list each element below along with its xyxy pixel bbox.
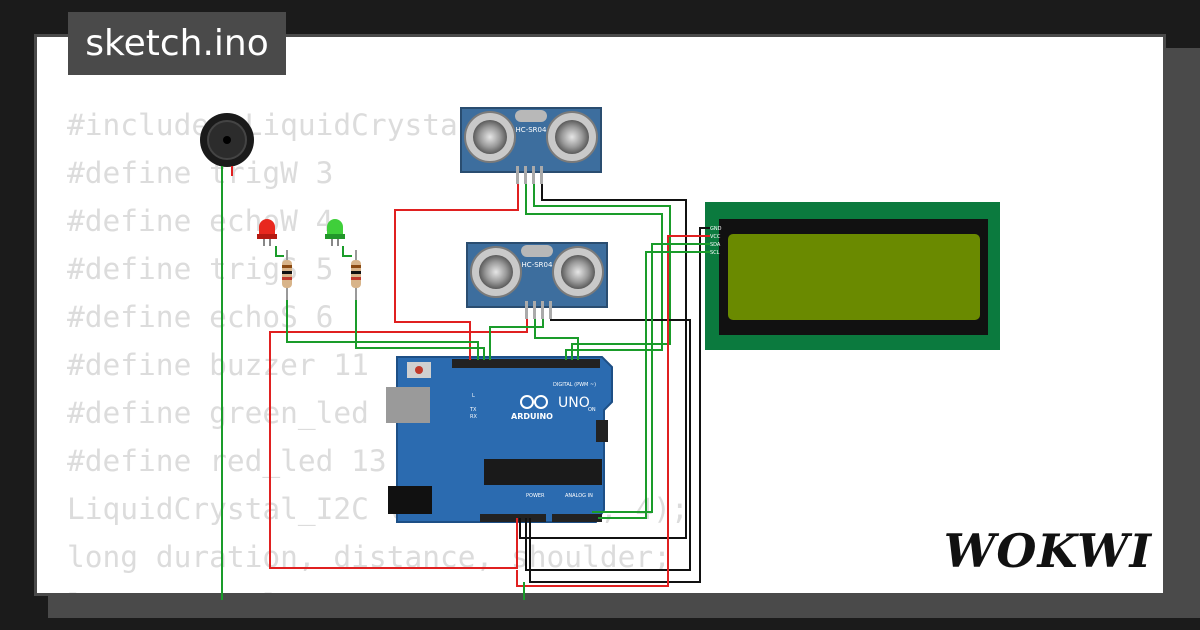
lcd-pin-label: SDA (710, 242, 721, 248)
code-line: #define red_led 13 (67, 444, 387, 478)
on-led-label: ON (588, 407, 596, 413)
lcd-pin-label: GND (710, 226, 722, 232)
code-line: #define echoS 6 (67, 300, 334, 334)
wokwi-logo: WOKWI (943, 524, 1152, 578)
ultrasonic-sensor-top[interactable]: HC-SR04 (460, 107, 602, 184)
wires (269, 184, 710, 600)
board-model: UNO (558, 395, 590, 411)
code-line: long water_l, water_2, sensor_2; (67, 581, 689, 593)
analog-header-label: ANALOG IN (565, 493, 593, 499)
digital-header-label: DIGITAL (PWM ~) (553, 382, 596, 388)
lcd-display[interactable]: GND VCC SDA SCL (705, 202, 1000, 350)
rx-led-label: RX (470, 414, 477, 420)
resistor-red-led[interactable] (282, 250, 292, 300)
board-logo: ARDUINO (511, 412, 553, 421)
arduino-uno-board[interactable]: ARDUINO UNO DIGITAL (PWM ~) POWER ANALOG… (386, 356, 613, 523)
code-line: #define buzzer 11 (67, 348, 369, 382)
l-led-label: L (472, 393, 475, 399)
code-line: #define echoW 4 (67, 204, 334, 238)
lcd-pin-label: SCL (710, 250, 720, 256)
sensor-label: HC-SR04 (516, 126, 547, 134)
tx-led-label: TX (469, 407, 477, 413)
resistor-green-led[interactable] (351, 250, 361, 300)
green-led[interactable] (325, 219, 345, 246)
buzzer[interactable] (200, 113, 254, 167)
code-line: #define trigS 5 (67, 252, 334, 286)
sensor-label: HC-SR04 (522, 261, 553, 269)
lcd-pin-label: VCC (710, 234, 721, 240)
ultrasonic-sensor-bottom[interactable]: HC-SR04 (466, 242, 608, 319)
power-header-label: POWER (526, 493, 545, 499)
red-led[interactable] (257, 219, 277, 246)
file-title: sketch.ino (68, 12, 286, 75)
